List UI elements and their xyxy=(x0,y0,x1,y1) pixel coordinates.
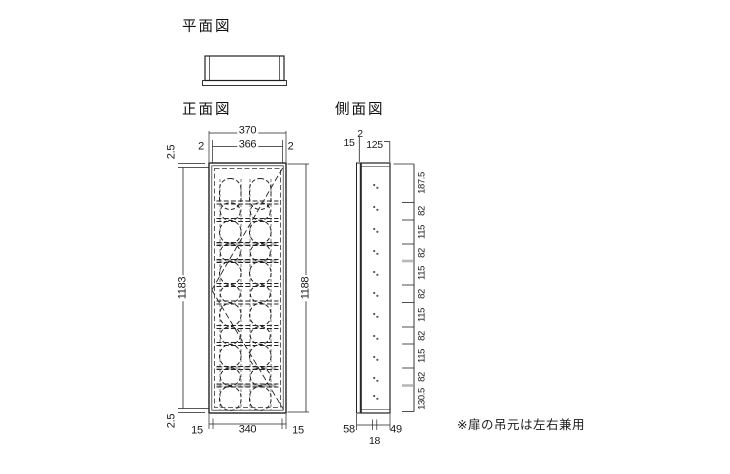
side-view-title: 側面図 xyxy=(335,102,385,118)
plan-view-drawing xyxy=(202,55,287,86)
dim-left-height-label: 1183 xyxy=(176,274,188,302)
hinge-note: ※扉の吊元は左右兼用 xyxy=(457,418,585,432)
dim-inner-width-label: 366 xyxy=(236,138,259,151)
dim-overall-width-label: 370 xyxy=(236,124,259,137)
chain-dim-label: 82 xyxy=(416,288,428,299)
chain-dim-label: 115 xyxy=(416,266,428,280)
front-shelf-lines xyxy=(216,200,279,388)
chain-dim-label: 115 xyxy=(416,225,428,239)
chain-dim-label: 115 xyxy=(416,307,428,322)
chain-dim-label: 115 xyxy=(416,349,428,363)
side-view-drawing xyxy=(356,162,391,414)
front-view-drawing xyxy=(208,162,287,414)
chain-dim-label: 82 xyxy=(416,330,428,341)
dim-right-height-label: 1188 xyxy=(299,274,312,302)
dim-bottom-edge-label: 2.5 xyxy=(165,413,178,429)
dim-top-edge-label: 2.5 xyxy=(165,144,178,160)
dim-bottom-left-label: 15 xyxy=(191,424,203,437)
side-dim-bottom-right-label: 49 xyxy=(390,423,402,436)
chain-dim-label: 187.5 xyxy=(416,172,428,195)
side-dim-depth-label: 125 xyxy=(366,138,383,151)
side-dim-bottom-center-label: 18 xyxy=(368,434,381,447)
dim-gap-right-label: 2 xyxy=(287,140,294,153)
front-view-title: 正面図 xyxy=(182,102,232,118)
door-swing-lines xyxy=(211,166,284,410)
side-dim-gap-label: 2 xyxy=(357,127,363,140)
dim-bottom-right-label: 15 xyxy=(292,424,304,437)
plan-view-title: 平面図 xyxy=(182,19,232,35)
side-view-dimensions xyxy=(356,137,415,430)
chain-dim-label: 82 xyxy=(416,247,428,258)
side-dowel-marks xyxy=(373,183,379,400)
dim-bottom-center-label: 340 xyxy=(236,423,259,436)
dim-gap-left-label: 2 xyxy=(198,140,204,153)
chain-dim-label: 130.5 xyxy=(416,387,428,410)
side-dim-door-label: 15 xyxy=(343,136,355,149)
chain-dim-label: 82 xyxy=(416,371,428,382)
side-dim-bottom-left-label: 58 xyxy=(343,423,355,436)
chain-dim-label: 82 xyxy=(416,206,428,217)
front-bottle-shapes xyxy=(219,178,272,411)
